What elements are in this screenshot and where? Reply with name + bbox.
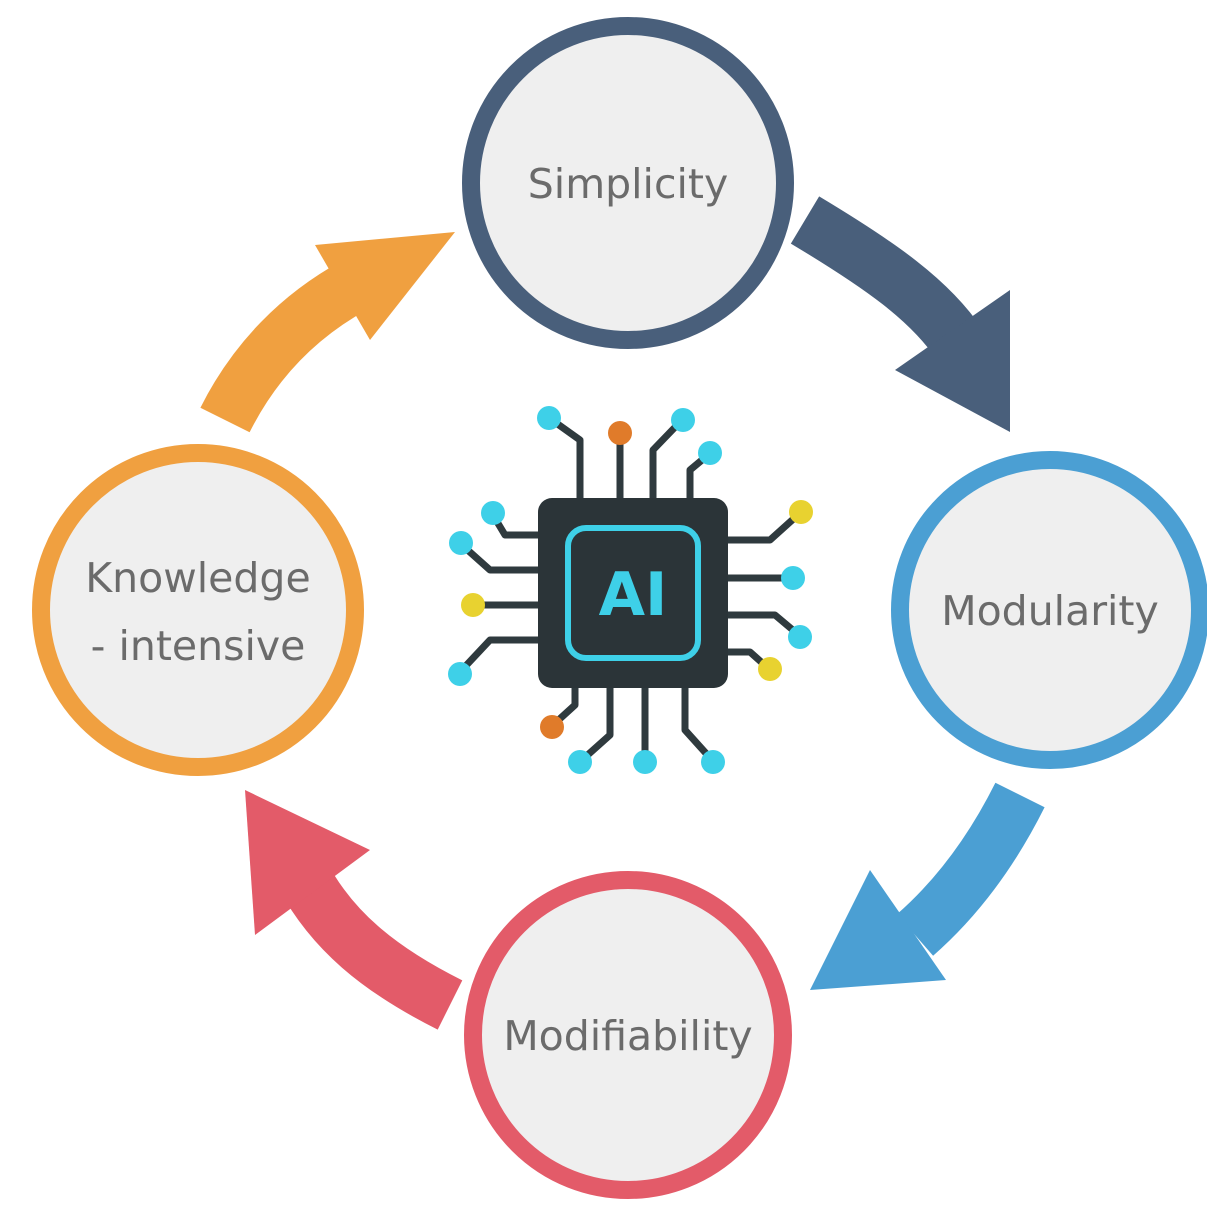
arrow-modifiability-to-knowledge xyxy=(245,790,463,1030)
node-modifiability: Modifiability xyxy=(464,871,792,1199)
node-simplicity: Simplicity xyxy=(462,17,794,349)
node-modularity: Modularity xyxy=(891,451,1207,769)
arrow-modularity-to-modifiability xyxy=(810,782,1045,990)
node-simplicity-label: Simplicity xyxy=(528,160,728,208)
node-knowledge: Knowledge - intensive xyxy=(32,444,364,776)
arrow-simplicity-to-modularity xyxy=(790,196,1010,432)
node-modularity-label: Modularity xyxy=(941,587,1159,635)
node-knowledge-line1: Knowledge xyxy=(85,554,310,602)
ai-chip-icon: AI xyxy=(448,406,813,774)
node-knowledge-line2: - intensive xyxy=(91,622,306,670)
chip-label: AI xyxy=(599,560,668,630)
arrow-knowledge-to-simplicity xyxy=(200,232,455,433)
node-modifiability-label: Modifiability xyxy=(503,1012,752,1060)
